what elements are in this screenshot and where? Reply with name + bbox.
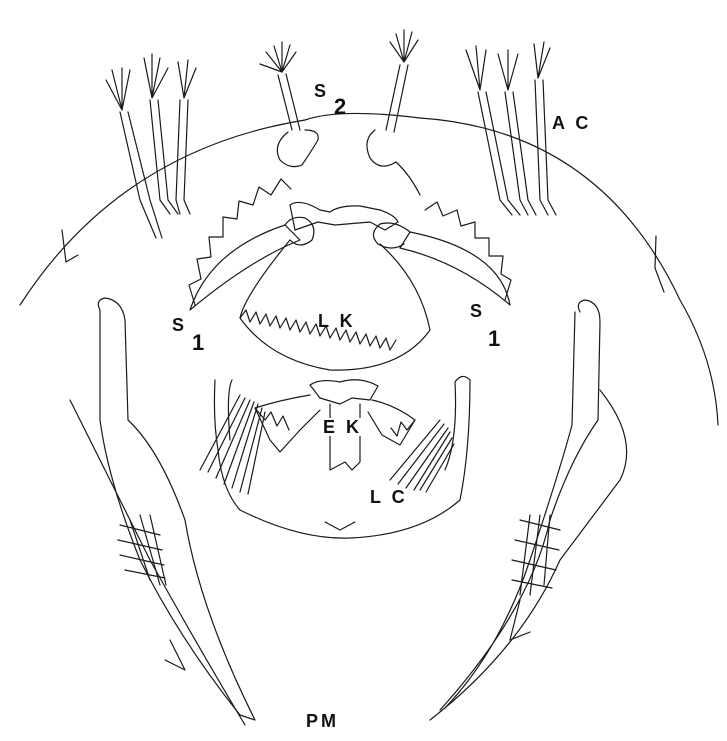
lc-base-notch <box>325 522 355 530</box>
ek-structure <box>214 376 470 538</box>
head-crest <box>305 113 420 120</box>
label-lc: L C <box>370 488 408 506</box>
lk-lobe <box>240 202 430 370</box>
pm-left <box>70 298 255 725</box>
label-s1-right-letter: S <box>470 302 485 320</box>
label-s1-right-subscript: 1 <box>488 328 503 350</box>
s1-comb-left <box>189 179 314 310</box>
capsule-spine-right <box>655 236 664 292</box>
label-s2-subscript: 2 <box>334 96 349 118</box>
s2-seta-right <box>367 30 420 195</box>
label-pm: PM <box>306 712 339 730</box>
pm-right <box>430 300 627 720</box>
label-lk: L K <box>318 312 356 330</box>
lc-bristles-right <box>390 420 454 492</box>
label-s2-letter: S <box>314 82 329 100</box>
label-ek: E K <box>322 418 363 436</box>
label-s1-left-letter: S <box>172 316 187 334</box>
s2-seta-left <box>260 42 318 167</box>
label-s1-left-subscript: 1 <box>192 332 207 354</box>
head-capsule-outline <box>20 118 718 425</box>
ac-setae-right <box>466 42 556 215</box>
ac-setae-left <box>106 54 196 238</box>
label-ac: A C <box>552 114 591 132</box>
